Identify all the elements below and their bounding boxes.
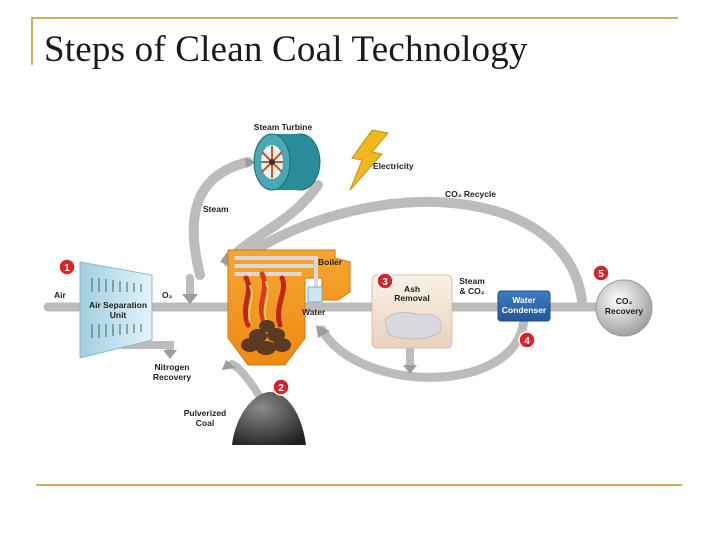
steam-pipe bbox=[188, 157, 253, 280]
pulverized-coal: Pulverized Coal bbox=[184, 392, 306, 445]
co2-recycle-label: CO₂ Recycle bbox=[445, 189, 496, 199]
water-tank bbox=[307, 286, 323, 303]
water-return-arrow bbox=[316, 325, 330, 338]
steam-arrow bbox=[245, 158, 256, 168]
frame-bottom-rule bbox=[36, 484, 682, 486]
ash-label-line2: Removal bbox=[394, 293, 429, 303]
electricity: Electricity bbox=[349, 129, 414, 191]
o2-arrow bbox=[182, 294, 198, 304]
step-1-number: 1 bbox=[64, 263, 70, 274]
air-separation-unit: Air Separation Unit bbox=[79, 261, 153, 359]
ash-removal-unit: Ash Removal bbox=[371, 274, 453, 349]
boiler-label: Boiler bbox=[318, 257, 343, 267]
step-marker-3: 3 bbox=[376, 272, 394, 290]
co2-recovery-label-line2: Recovery bbox=[605, 306, 644, 316]
air-label: Air bbox=[54, 290, 67, 300]
frame-top-rule bbox=[32, 17, 678, 19]
steam-turbine: Steam Turbine bbox=[253, 122, 321, 191]
co2-recovery-label-line1: CO₂ bbox=[616, 296, 633, 306]
step-marker-5: 5 bbox=[592, 264, 610, 282]
boiler: Boiler Water bbox=[227, 249, 351, 366]
asu-label-line2: Unit bbox=[110, 310, 127, 320]
condenser-label-line1: Water bbox=[512, 295, 536, 305]
frame-left-rule bbox=[31, 17, 33, 65]
step-marker-4: 4 bbox=[518, 331, 536, 349]
step-5-number: 5 bbox=[598, 269, 604, 280]
coal-arrow bbox=[222, 360, 236, 370]
co2-recovery: CO₂ Recovery bbox=[595, 279, 653, 337]
electricity-label: Electricity bbox=[373, 161, 414, 171]
nitrogen-arrow bbox=[163, 350, 177, 359]
step-4-number: 4 bbox=[524, 336, 530, 347]
nitrogen-label-line1: Nitrogen bbox=[155, 362, 190, 372]
coal-feed-pipe bbox=[228, 360, 266, 404]
asu-label-line1: Air Separation bbox=[89, 300, 147, 310]
water-label: Water bbox=[302, 307, 326, 317]
coal-label-line2: Coal bbox=[196, 418, 214, 428]
o2-label: O₂ bbox=[162, 290, 173, 300]
steam-turbine-label: Steam Turbine bbox=[254, 122, 313, 132]
co2-recycle-pipe bbox=[250, 197, 587, 305]
slide-title: Steps of Clean Coal Technology bbox=[44, 29, 528, 70]
flames bbox=[242, 271, 286, 328]
step-marker-2: 2 bbox=[272, 378, 290, 396]
coal-label-line1: Pulverized bbox=[184, 408, 227, 418]
step-2-number: 2 bbox=[278, 383, 284, 394]
coal-pile-boiler bbox=[241, 320, 291, 355]
condenser-label-line2: Condenser bbox=[502, 305, 547, 315]
steam-label: Steam bbox=[203, 204, 229, 214]
nitrogen-label-line2: Recovery bbox=[153, 372, 192, 382]
ash-arrow bbox=[403, 365, 417, 374]
steam-co2-label-line1: Steam bbox=[459, 276, 485, 286]
step-3-number: 3 bbox=[382, 277, 388, 288]
water-condenser: Water Condenser bbox=[497, 290, 551, 322]
water-return-pipe bbox=[317, 313, 529, 382]
steam-co2-label-line2: & CO₂ bbox=[459, 286, 484, 296]
ash-label-line1: Ash bbox=[404, 284, 420, 294]
step-markers: 1 2 3 4 5 bbox=[58, 258, 610, 396]
step-marker-1: 1 bbox=[58, 258, 76, 276]
lightning-bolt-icon bbox=[349, 129, 389, 191]
